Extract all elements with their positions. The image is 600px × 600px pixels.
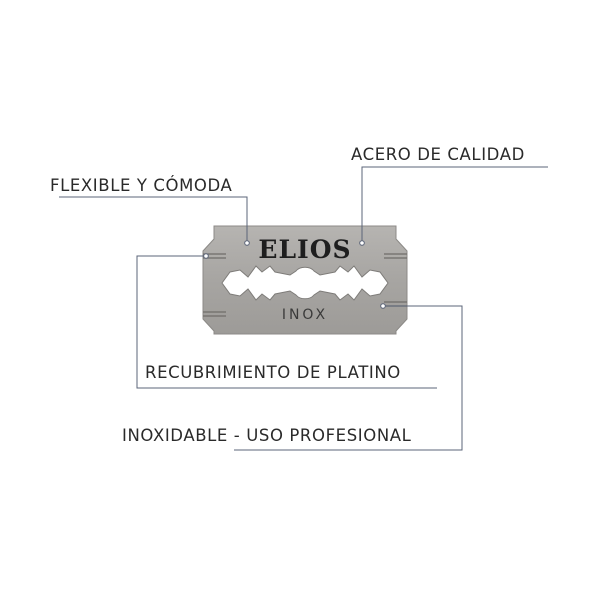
blade-brand: ELIOS [258, 235, 351, 264]
leader-dots [203, 240, 386, 309]
callout-inoxidable-uso-profesional: INOXIDABLE - USO PROFESIONAL [122, 426, 412, 445]
blade-center-cutout [221, 265, 389, 301]
razor-blade: ELIOS INOX [202, 225, 408, 335]
callout-recubrimiento-de-platino: RECUBRIMIENTO DE PLATINO [145, 363, 401, 382]
leader-inoxidable [234, 305, 463, 451]
leader-acero [361, 166, 548, 242]
leader-recubrimiento [136, 255, 437, 389]
callout-flexible-y-comoda: FLEXIBLE Y CÓMODA [50, 176, 233, 195]
dot-recubrimiento [203, 253, 209, 259]
leader-flexible [59, 196, 248, 242]
leader-lines [59, 166, 548, 451]
dot-acero [359, 240, 365, 246]
dot-flexible [244, 240, 250, 246]
dot-inoxidable [380, 303, 386, 309]
callout-acero-de-calidad: ACERO DE CALIDAD [351, 145, 525, 164]
blade-material: INOX [282, 307, 328, 323]
